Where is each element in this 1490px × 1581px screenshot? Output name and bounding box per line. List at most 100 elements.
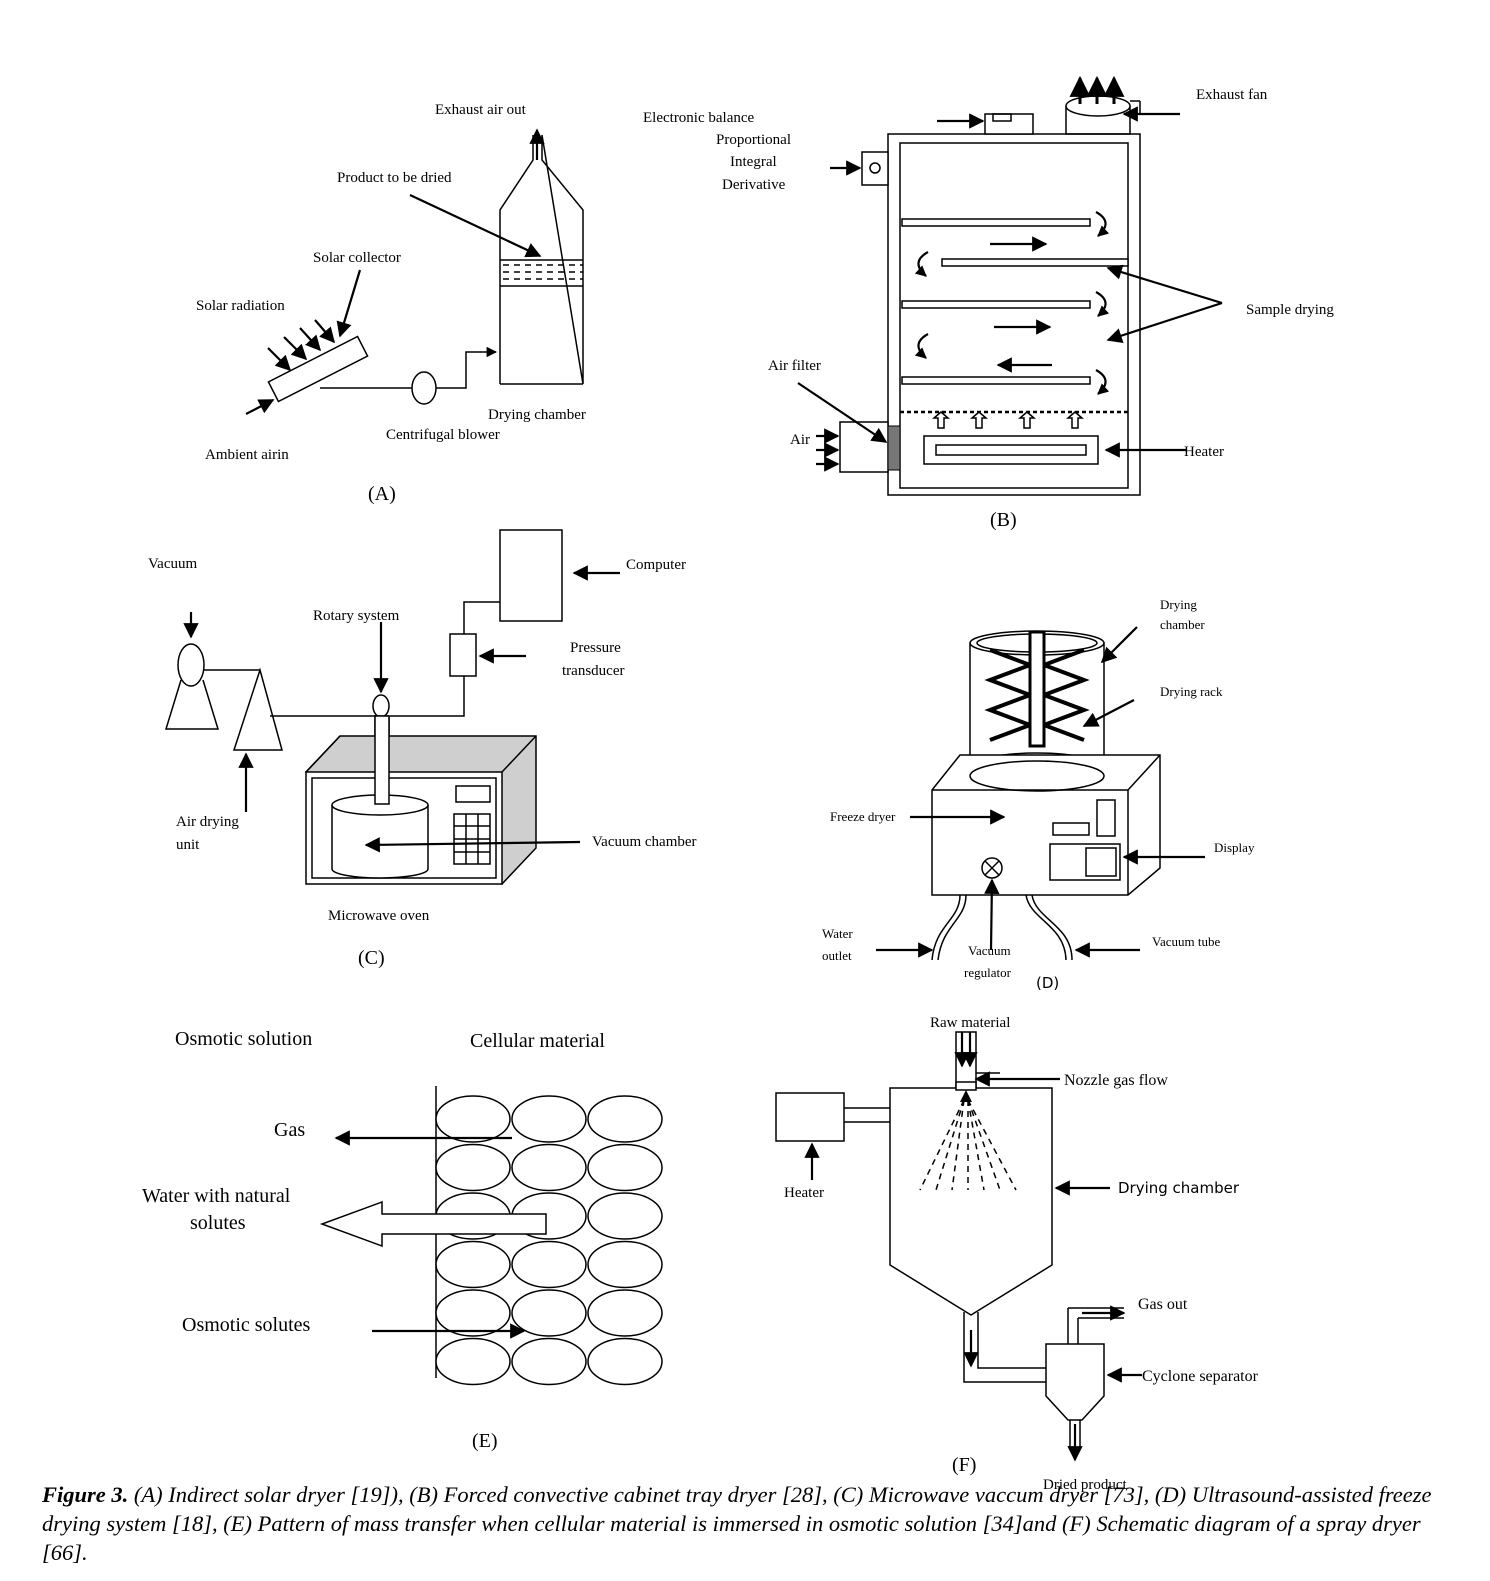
cell: [511, 1337, 587, 1386]
vacuum-tube: [1025, 894, 1073, 961]
cell: [511, 1289, 587, 1337]
drying-trays: [901, 218, 1129, 385]
label-drying: Drying: [1160, 597, 1197, 612]
label-drying-chamber-f: Drying chamber: [1118, 1179, 1240, 1197]
panel-d-freeze-dryer: Drying chamber Drying rack Freeze dryer …: [822, 597, 1255, 992]
air-drying-unit: [232, 667, 283, 751]
panel-label-b: (B): [990, 509, 1017, 531]
air-inlet: [839, 421, 889, 473]
solar-radiation-arrows: [267, 319, 336, 372]
label-gas-e: Gas: [274, 1119, 305, 1141]
cell: [587, 1095, 663, 1143]
label-vacuum-chamber: Vacuum chamber: [592, 834, 697, 850]
product-trays: [500, 259, 583, 287]
panel-label-f: (F): [952, 1454, 976, 1476]
label-drying-rack: Drying rack: [1160, 684, 1223, 699]
water-outflow-arrow: [319, 1200, 547, 1248]
label-solutes: solutes: [190, 1212, 246, 1234]
feed-pipe: [955, 1031, 977, 1089]
drying-chamber-f: [889, 1087, 1053, 1316]
label-proportional: Proportional: [716, 132, 791, 148]
label-pressure: Pressure: [570, 640, 621, 656]
panel-a-solar-dryer: Exhaust air out Product to be dried Sola…: [196, 102, 586, 505]
panel-b-cabinet-dryer: Electronic balance Proportional Integral…: [643, 75, 1334, 531]
label-centrifugal-blower: Centrifugal blower: [386, 427, 500, 443]
label-regulator: regulator: [964, 965, 1012, 980]
cell: [587, 1192, 663, 1240]
caption-text: (A) Indirect solar dryer [19]), (B) Forc…: [42, 1482, 1432, 1565]
electronic-balance: [984, 113, 1034, 135]
panel-e-osmotic-transfer: Osmotic solution Cellular material Gas W…: [142, 1028, 663, 1452]
label-osmotic-solution: Osmotic solution: [175, 1028, 312, 1050]
cell-grid: [435, 1095, 663, 1386]
cell: [587, 1337, 663, 1386]
label-gas-out: Gas out: [1138, 1296, 1188, 1313]
exhaust-fan: [1065, 75, 1141, 135]
vacuum-pump: [177, 643, 205, 687]
label-freeze-dryer: Freeze dryer: [830, 809, 896, 824]
distributor-vents: [931, 411, 1085, 429]
water-outlet-tube: [931, 894, 967, 961]
caption-figure-label: Figure 3.: [42, 1482, 129, 1507]
label-solar-collector: Solar collector: [313, 250, 401, 266]
rotary-system: [372, 694, 390, 718]
panel-c-microwave-dryer: Vacuum Computer Rotary system Pressure t…: [148, 529, 697, 969]
air-filter: [887, 425, 901, 471]
label-product-to-be-dried: Product to be dried: [337, 170, 452, 186]
heater-b: [923, 435, 1099, 465]
drying-chamber-a: [499, 134, 584, 385]
heater-f: [775, 1092, 845, 1142]
cell: [511, 1143, 587, 1192]
freeze-dryer-body: [931, 754, 1161, 896]
cell: [511, 1240, 587, 1289]
cell: [587, 1143, 663, 1192]
label-sample-drying: Sample drying: [1246, 302, 1334, 318]
cell: [435, 1289, 511, 1337]
label-raw-material: Raw material: [930, 1015, 1010, 1031]
cell: [587, 1289, 663, 1337]
label-ambient-air: Ambient airin: [205, 447, 289, 463]
cyclone-separator: [1045, 1305, 1126, 1462]
centrifugal-blower: [411, 371, 437, 405]
label-dried-product: Dried product: [1043, 1477, 1128, 1493]
cell: [435, 1095, 511, 1143]
label-rotary-system: Rotary system: [313, 608, 400, 624]
label-chamber: chamber: [1160, 617, 1205, 632]
vacuum-regulator: [981, 857, 1003, 879]
label-drying-chamber-a: Drying chamber: [488, 407, 586, 423]
label-solar-radiation: Solar radiation: [196, 298, 285, 314]
label-electronic-balance: Electronic balance: [643, 110, 755, 126]
spray-nozzle: [919, 1090, 1017, 1191]
vacuum-chamber: [331, 715, 429, 879]
label-vacuum-d: Vacuum: [968, 943, 1011, 958]
label-vacuum-tube: Vacuum tube: [1152, 934, 1220, 949]
panel-label-a: (A): [368, 483, 396, 505]
drying-rack: [984, 630, 1090, 748]
label-outlet: outlet: [822, 948, 852, 963]
cabinet-inner: [899, 142, 1129, 489]
cell: [511, 1095, 587, 1143]
cell: [587, 1240, 663, 1289]
label-osmotic-solutes: Osmotic solutes: [182, 1314, 311, 1336]
cell: [435, 1143, 511, 1192]
figure-caption: Figure 3. (A) Indirect solar dryer [19])…: [42, 1480, 1452, 1567]
panel-label-e: (E): [472, 1430, 498, 1452]
label-computer: Computer: [626, 557, 686, 573]
label-air: Air: [790, 432, 810, 448]
label-unit: unit: [176, 837, 200, 853]
label-water: Water: [822, 926, 853, 941]
label-cyclone-separator: Cyclone separator: [1142, 1368, 1259, 1385]
label-water-with-natural: Water with natural: [142, 1185, 291, 1207]
cell: [435, 1240, 511, 1289]
label-vacuum: Vacuum: [148, 556, 197, 572]
label-nozzle-gas-flow: Nozzle gas flow: [1064, 1072, 1168, 1089]
label-air-drying: Air drying: [176, 814, 239, 830]
pid-controller: [861, 151, 889, 186]
label-cellular-material: Cellular material: [470, 1030, 605, 1052]
panel-f-spray-dryer: Raw material Nozzle gas flow Heater Dryi…: [775, 1015, 1259, 1493]
label-derivative: Derivative: [722, 177, 786, 193]
solar-collector: [267, 335, 369, 403]
label-air-filter: Air filter: [768, 358, 821, 374]
label-microwave-oven: Microwave oven: [328, 908, 430, 924]
